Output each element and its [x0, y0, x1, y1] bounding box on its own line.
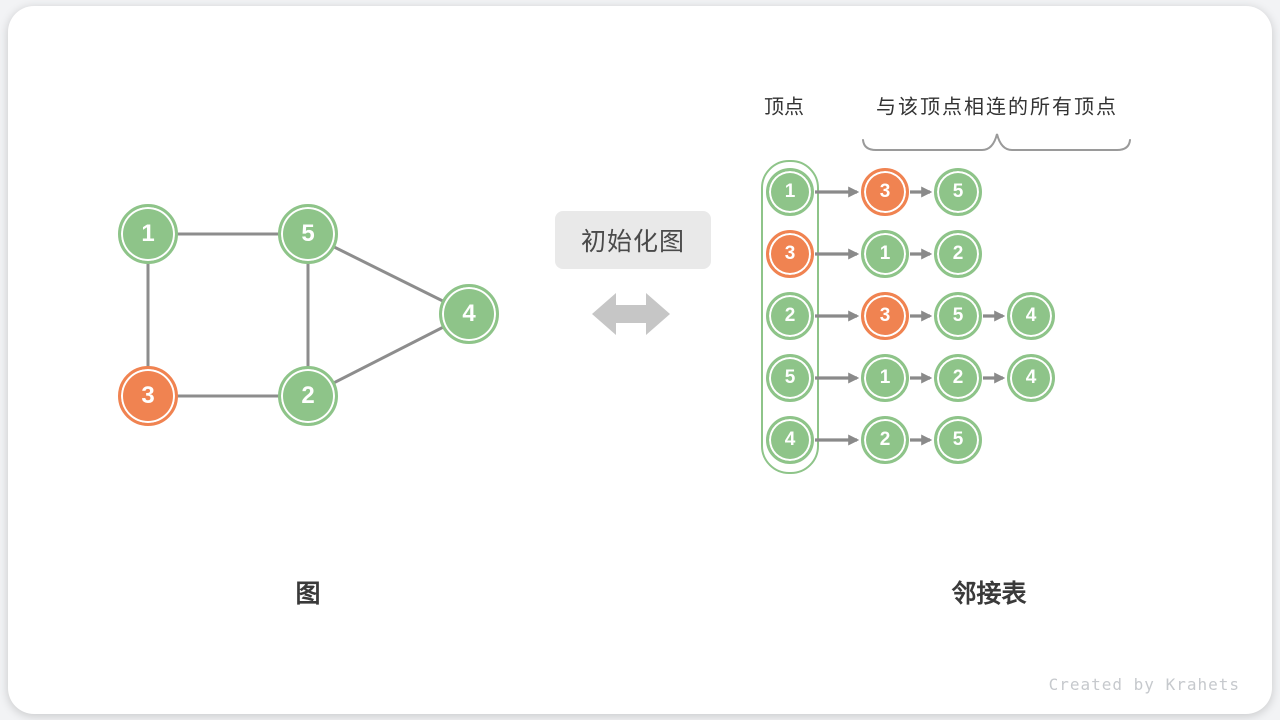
adjacency-node-2-4: 4 [1007, 292, 1055, 340]
adjacency-node-4-2: 2 [861, 416, 909, 464]
transform-label: 初始化图 [555, 211, 711, 269]
adjacency-node-5-2: 2 [934, 354, 982, 402]
adjacency-vertex-2: 2 [766, 292, 814, 340]
adjacency-vertex-4: 4 [766, 416, 814, 464]
adjacency-node-4-5: 5 [934, 416, 982, 464]
adjacency-header-vertex: 顶点 [764, 96, 804, 119]
transform-label-text: 初始化图 [580, 228, 685, 256]
adjacency-caption: 邻接表 [951, 580, 1027, 608]
adjacency-node-2-5: 5 [934, 292, 982, 340]
adjacency-vertex-5: 5 [766, 354, 814, 402]
adjacency-node-2-3: 3 [861, 292, 909, 340]
adjacency-node-5-1: 1 [861, 354, 909, 402]
credit-text: Created by Krahets [1048, 675, 1240, 694]
graph-caption: 图 [295, 580, 321, 608]
graph-node-3: 3 [118, 366, 178, 426]
graph-node-4: 4 [439, 284, 499, 344]
adjacency-node-5-4: 4 [1007, 354, 1055, 402]
adjacency-header-neighbors: 与该顶点相连的所有顶点 [876, 96, 1118, 119]
adjacency-node-1-5: 5 [934, 168, 982, 216]
graph-node-5: 5 [278, 204, 338, 264]
double-arrow-icon [592, 293, 670, 335]
adjacency-node-3-2: 2 [934, 230, 982, 278]
canvas-card [8, 6, 1272, 714]
adjacency-vertex-1: 1 [766, 168, 814, 216]
adjacency-node-3-1: 1 [861, 230, 909, 278]
adjacency-vertex-3: 3 [766, 230, 814, 278]
graph-node-2: 2 [278, 366, 338, 426]
graph-node-1: 1 [118, 204, 178, 264]
adjacency-node-1-3: 3 [861, 168, 909, 216]
